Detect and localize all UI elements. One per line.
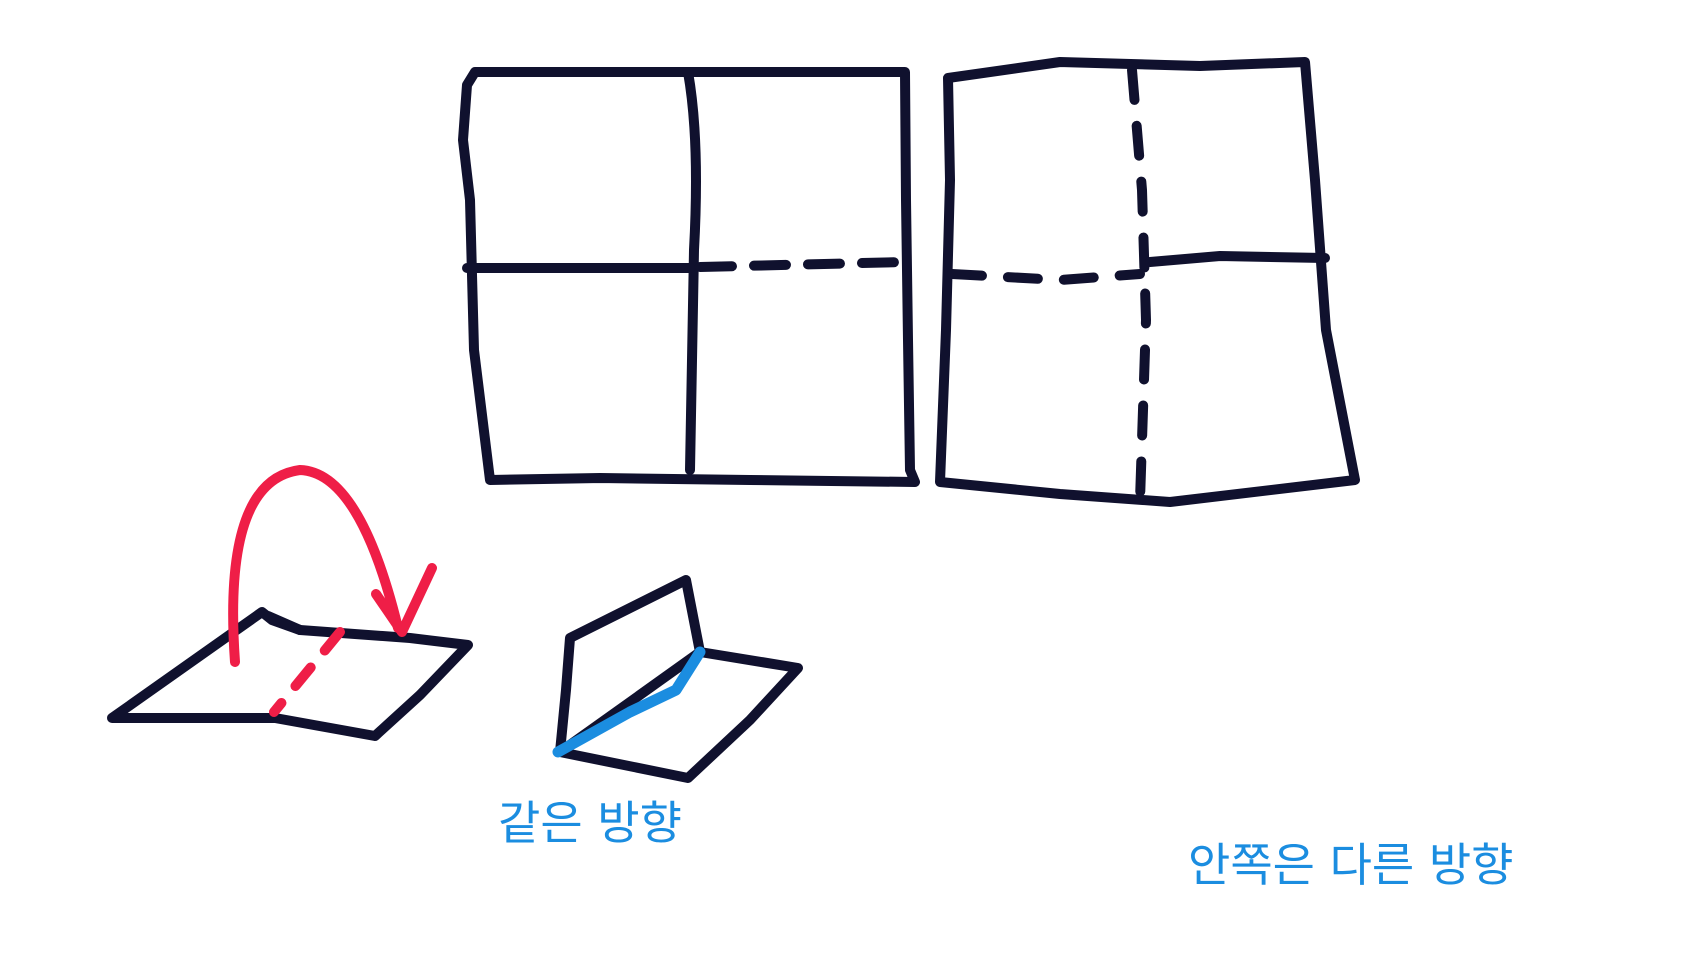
square-left-outline bbox=[458, 67, 920, 487]
fold-step-2 bbox=[552, 575, 803, 783]
step2-fold-highlight bbox=[552, 646, 706, 758]
square-right-vertical-dashed-crease bbox=[1127, 65, 1151, 505]
label-inner-different-direction: 안쪽은 다른 방향 bbox=[1188, 838, 1514, 892]
fold-arrow-icon bbox=[228, 465, 403, 667]
fold-arrowhead-icon bbox=[371, 563, 437, 637]
square-right-horizontal-dashed-crease bbox=[947, 269, 1145, 285]
fold-step-1 bbox=[107, 465, 473, 741]
step2-folded-sheet bbox=[555, 575, 803, 783]
square-right-horizontal-solid-crease bbox=[1145, 251, 1330, 267]
square-left-vertical-crease bbox=[683, 67, 701, 475]
square-crease-pattern-right bbox=[935, 57, 1360, 507]
step1-fold-line bbox=[269, 627, 345, 717]
step1-sheet-edge bbox=[263, 611, 305, 635]
square-left-dashed-crease bbox=[695, 257, 910, 272]
square-right-outline bbox=[935, 57, 1360, 507]
square-crease-pattern-left bbox=[458, 67, 920, 487]
label-same-direction: 같은 방향 bbox=[498, 796, 682, 850]
